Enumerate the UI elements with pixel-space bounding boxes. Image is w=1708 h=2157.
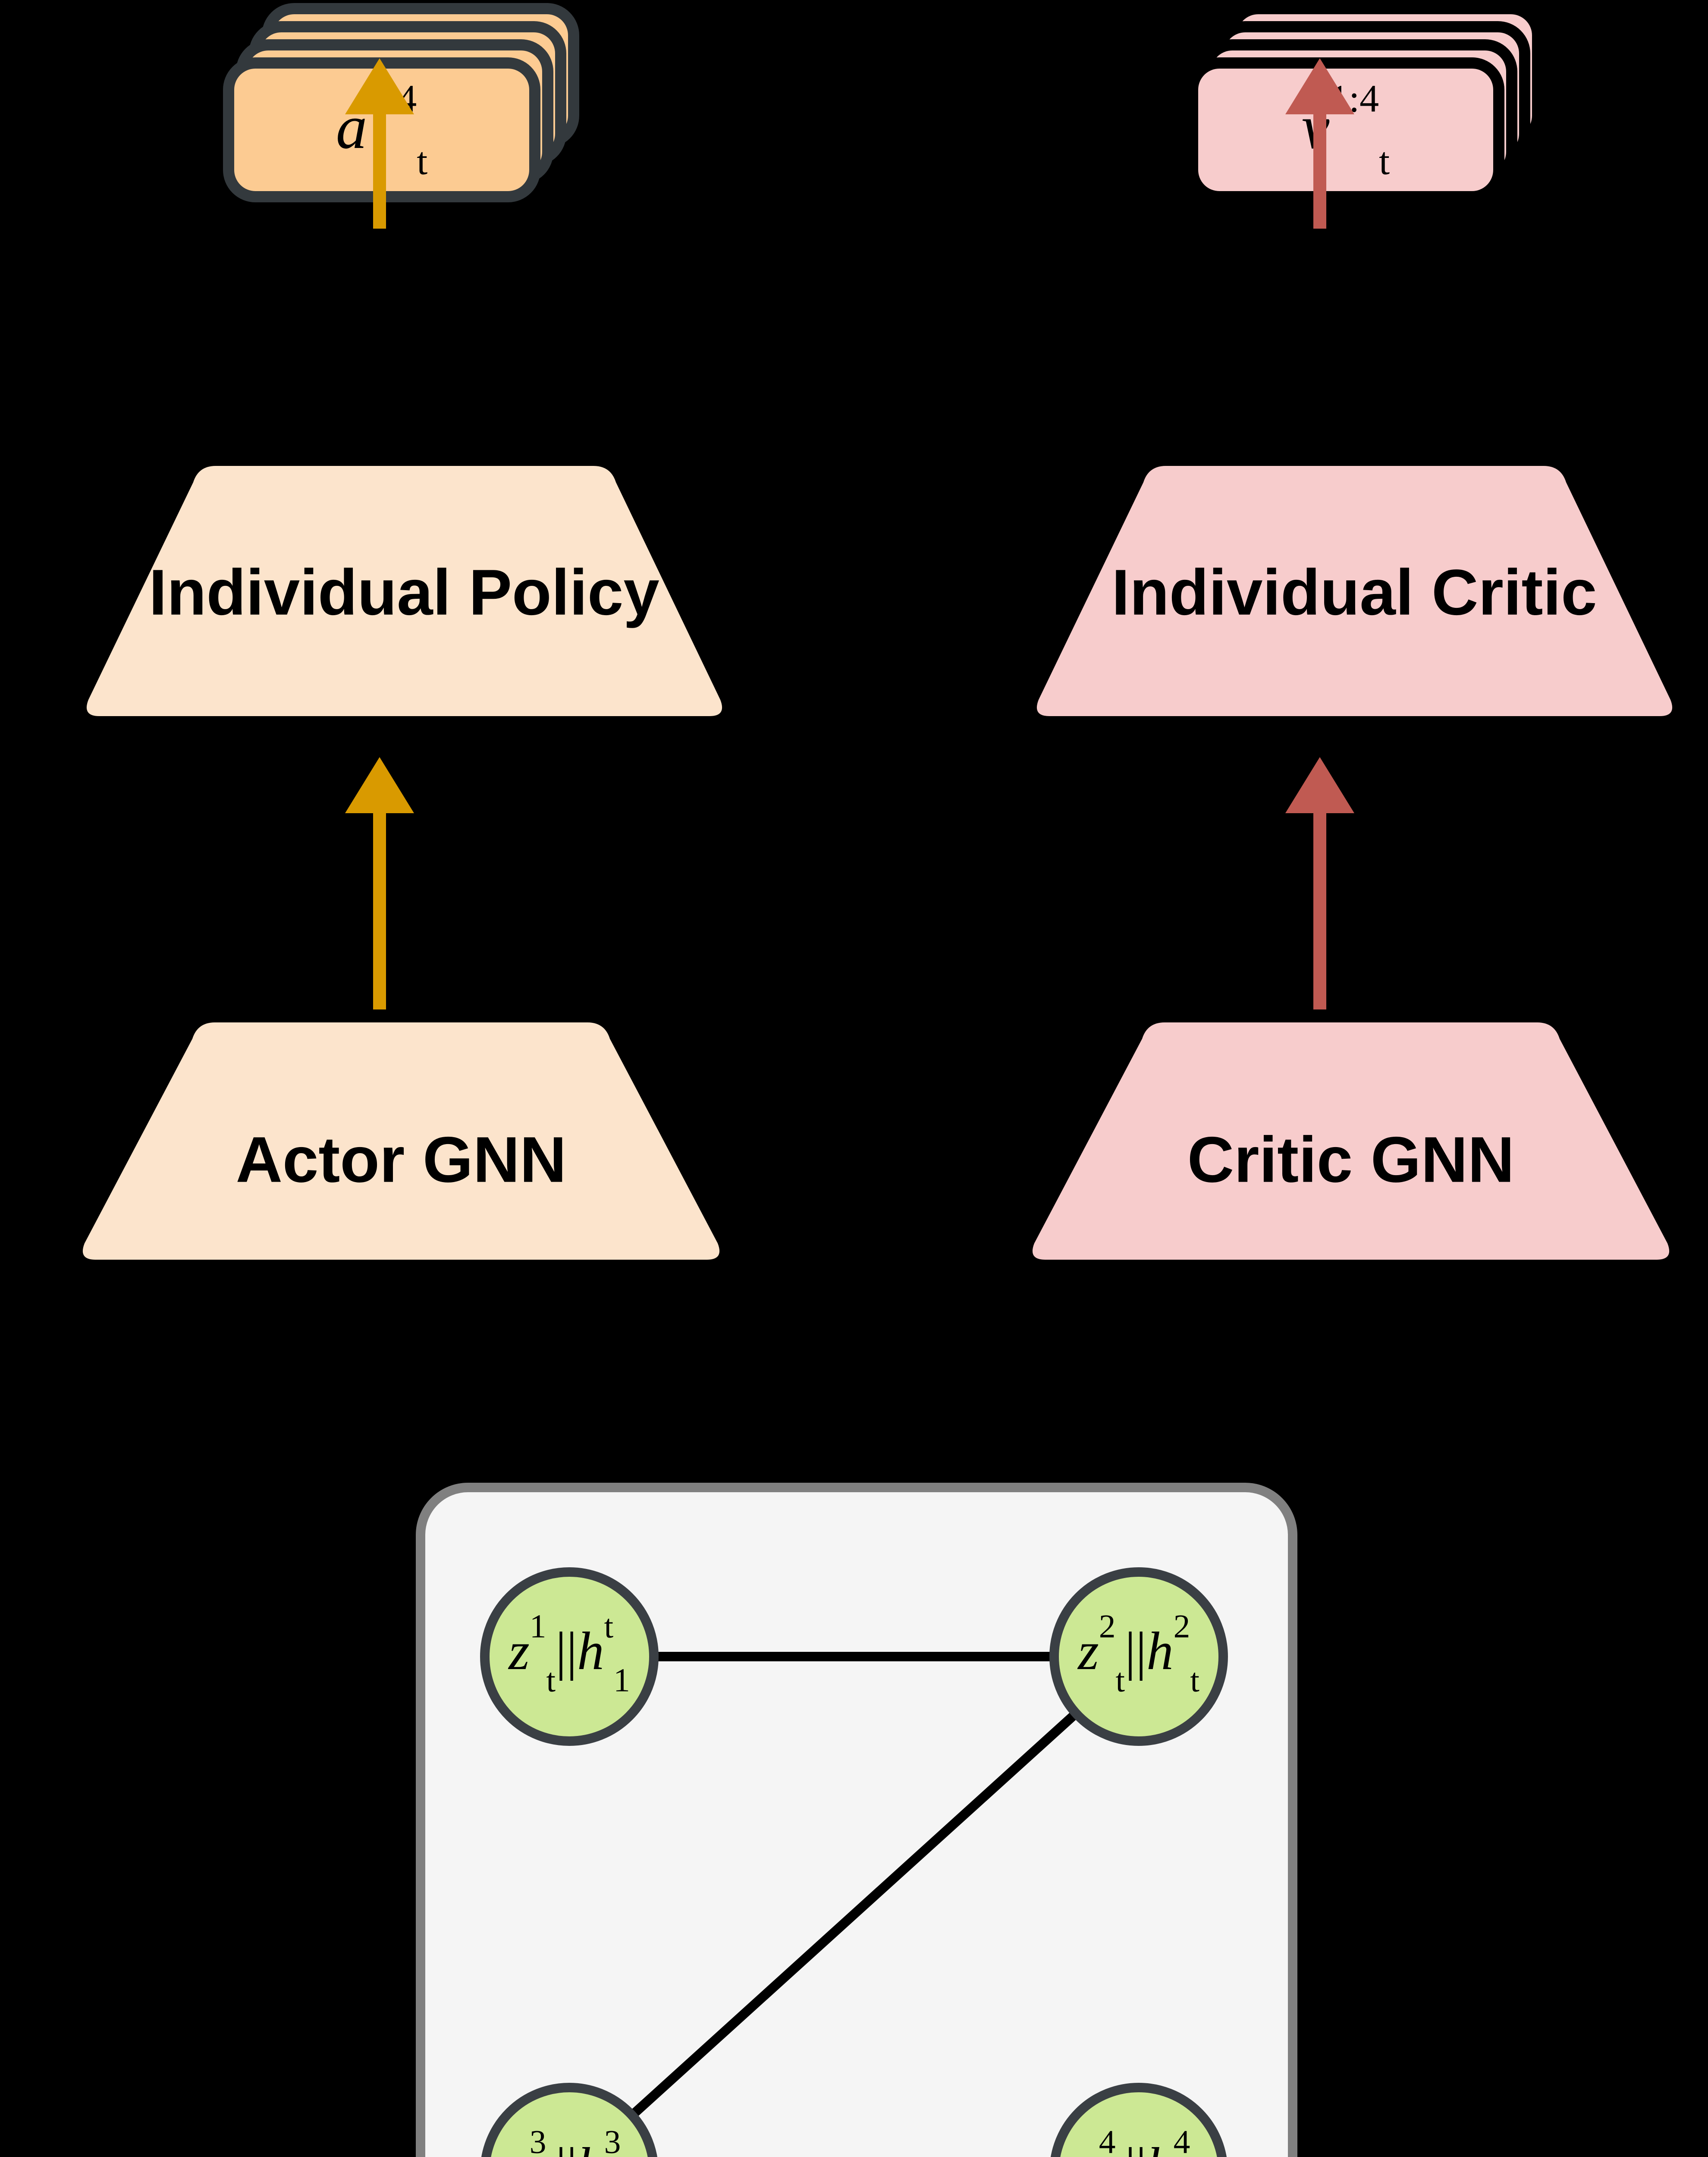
individual-critic-block[interactable]: Individual Critic [1036, 466, 1673, 716]
graph-node-4-label: z4t||h4t [1077, 2123, 1199, 2157]
actor-gnn-to-policy-arrow [345, 757, 414, 1009]
graph-node-3-label: z3t||h3t [508, 2123, 630, 2157]
critic-to-value-arrow [1285, 58, 1354, 229]
individual-policy-label: Individual Policy [149, 556, 659, 629]
graph-node-4[interactable]: z4t||h4t [1050, 2083, 1227, 2157]
graph-node-3[interactable]: z3t||h3t [481, 2083, 658, 2157]
value-card-1 [1187, 57, 1504, 202]
value-output-stack[interactable]: v1:4t [1187, 3, 1543, 202]
critic-gnn-to-critic-arrow [1285, 757, 1354, 1009]
critic-gnn-label: Critic GNN [1187, 1123, 1514, 1196]
individual-critic-label: Individual Critic [1111, 556, 1597, 629]
critic-gnn-block[interactable]: Critic GNN [1032, 1022, 1670, 1260]
graph-node-1-label: z1t||ht1 [508, 1607, 630, 1698]
graph-edge-2-3 [579, 1653, 1142, 2157]
graph-node-2[interactable]: z2t||h2t [1049, 1567, 1228, 1746]
actor-gnn-label: Actor GNN [236, 1123, 567, 1196]
actor-gnn-block[interactable]: Actor GNN [82, 1022, 720, 1260]
graph-node-2-label: z2t||h2t [1077, 1607, 1199, 1698]
graph-node-1[interactable]: z1t||ht1 [480, 1567, 659, 1746]
individual-policy-block[interactable]: Individual Policy [86, 466, 722, 716]
actor-policy-to-action-arrow [345, 58, 414, 229]
agent-observation-graph[interactable]: z1t||ht1 z2t||h2t z3t||h3t z4t||h4t [416, 1483, 1297, 2157]
